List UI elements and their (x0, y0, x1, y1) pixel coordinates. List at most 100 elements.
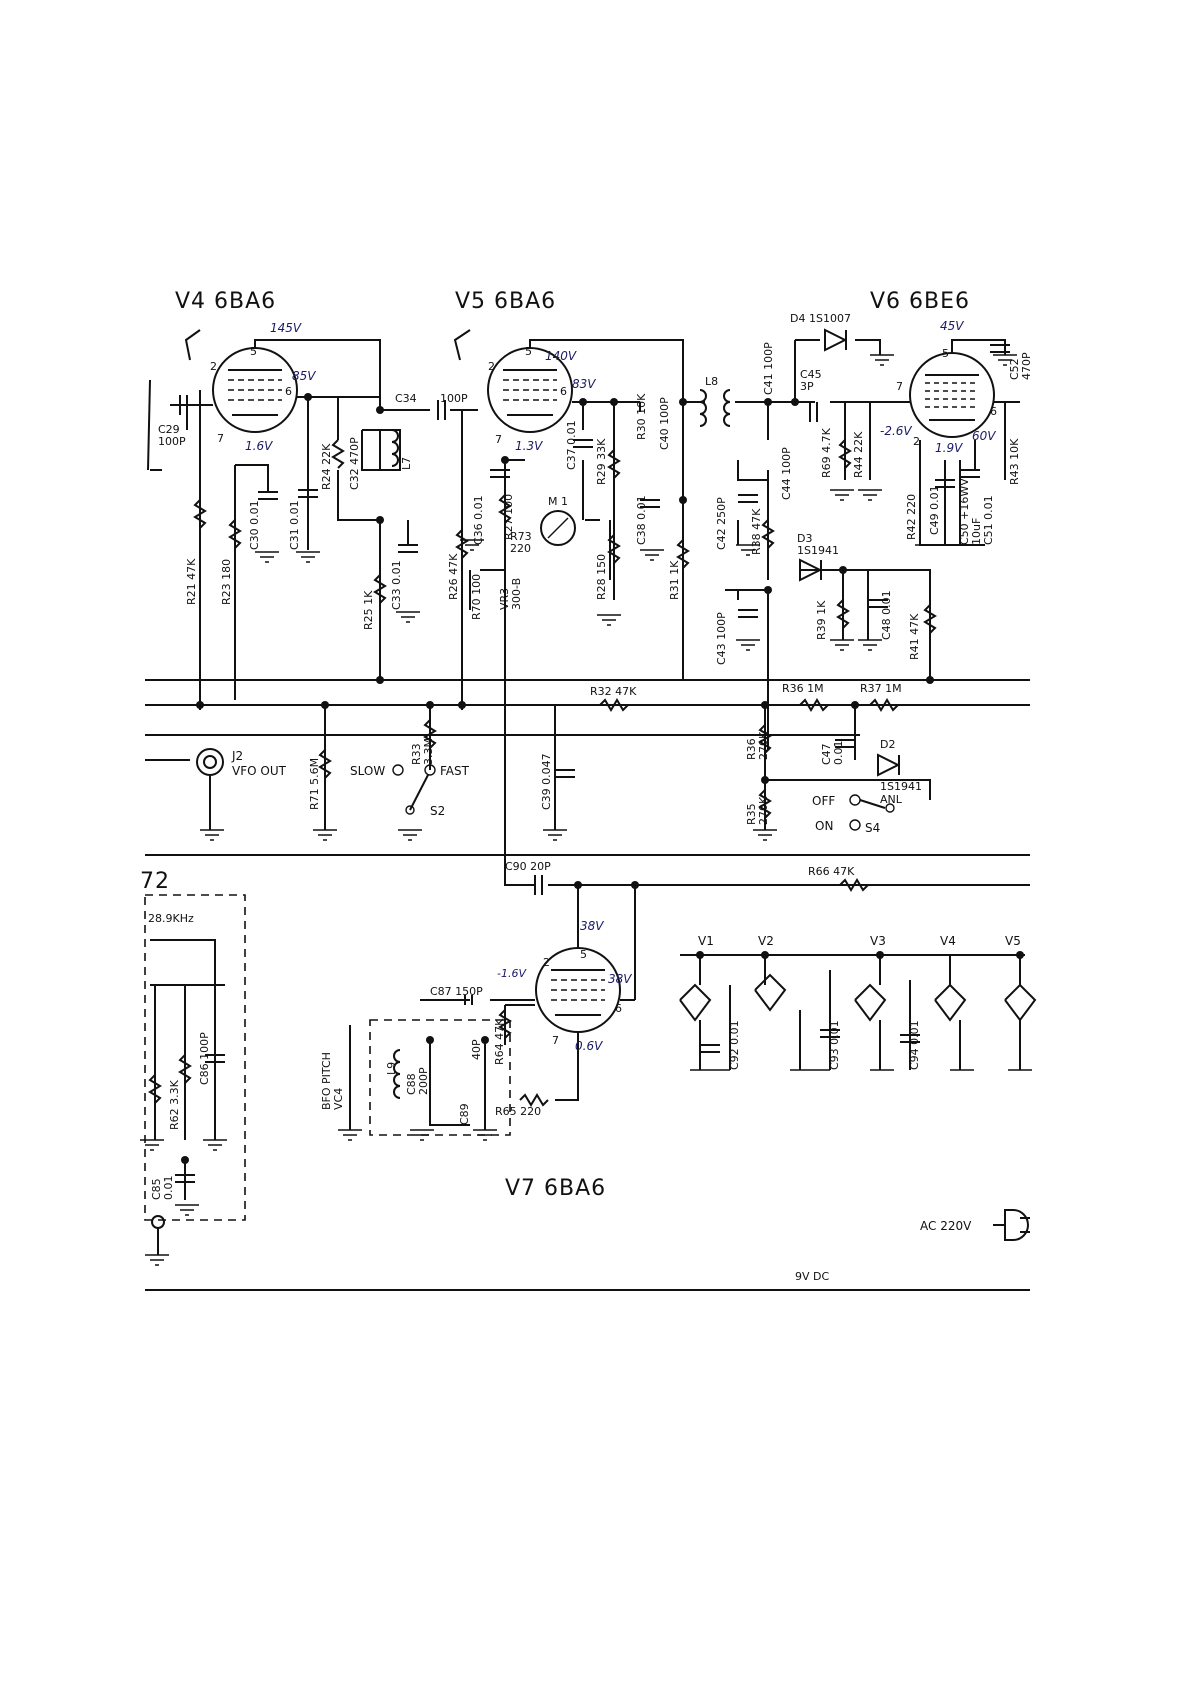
diode-d2-icon (877, 753, 901, 777)
vr3-label: VR3300-B (498, 578, 523, 610)
r30-label: R30 10K (635, 393, 648, 440)
m1-label: M 1 (548, 495, 568, 508)
ac-plug-icon (993, 1209, 1030, 1241)
v4-tube-label: V4 6BA6 (175, 289, 276, 314)
c41-label: C41 100P (762, 342, 775, 395)
v7-grid-voltage: -1.6V (497, 967, 527, 980)
c37-label: C37 0.01 (565, 420, 578, 470)
v6-pin-5: 5 (942, 347, 949, 360)
v5-tube-label: V5 6BA6 (455, 289, 556, 314)
v4-pin-2: 2 (210, 360, 217, 373)
v7-pin-5: 5 (580, 948, 587, 961)
c33-label: C33 0.01 (390, 560, 403, 610)
junction-dots (181, 393, 1024, 1164)
c86-label: C86 100P (198, 1032, 211, 1085)
vc4-label: BFO PITCHVC4 (320, 1052, 345, 1110)
c47-label: C470.01 (820, 741, 845, 766)
r23-label: R23 180 (220, 559, 233, 605)
c31-label: C31 0.01 (288, 500, 301, 550)
r35-label: R35270K (745, 796, 770, 825)
r36b-label: R36270K (745, 731, 770, 760)
v5-pin-7: 7 (495, 433, 502, 446)
v6-screen-voltage: 60V (972, 429, 996, 443)
wiring-v6-stage (735, 339, 1020, 580)
heater-v3-label: V3 (870, 934, 886, 948)
r21-label: R21 47K (185, 558, 198, 605)
c43-label: C43 100P (715, 612, 728, 665)
bfo-coil-shield (369, 1019, 511, 1136)
c38-label: C38 0.01 (635, 495, 648, 545)
r41-label: R41 47K (908, 613, 921, 660)
c34-label: C34 (395, 392, 417, 405)
r37-label: R37 1M (860, 682, 902, 695)
c30-label: C30 0.01 (248, 500, 261, 550)
r38-label: R38 47K (750, 508, 763, 555)
c92-label: C92 0.01 (728, 1020, 741, 1070)
dc-label: 9V DC (795, 1270, 829, 1283)
c90-label: C90 20P (505, 860, 551, 873)
diode-d3-icon (799, 558, 823, 582)
c89-label: C89 (458, 1103, 471, 1125)
heater-v1-label: V1 (698, 934, 714, 948)
v7-pin-6: 6 (615, 1002, 622, 1015)
r64-label: R64 47K (493, 1018, 506, 1065)
v5-plate-voltage: 140V (545, 349, 577, 363)
v4-screen-voltage: 85V (292, 369, 316, 383)
switch-s4-label: S4 (865, 821, 880, 835)
r44-label: R44 22K (852, 431, 865, 478)
v7-pin-2: 2 (543, 956, 550, 969)
bus-lines (145, 679, 1030, 1291)
vfo-out-jack-icon (196, 748, 224, 830)
v7-pin-7: 7 (552, 1034, 559, 1047)
inductor-coils (391, 389, 731, 1099)
v4-plate-voltage: 145V (270, 321, 302, 335)
c34-value: 100P (440, 392, 468, 405)
v5-pin-2: 2 (488, 360, 495, 373)
switch-off-label: OFF (812, 794, 835, 808)
tube-v6 (909, 352, 995, 438)
switch-on-label: ON (815, 819, 833, 833)
r24-label: R24 22K (320, 443, 333, 490)
heater-v4-label: V4 (940, 934, 956, 948)
v5-screen-voltage: 83V (572, 377, 596, 391)
left-dashed-block (144, 894, 246, 1255)
r33-label: R333.3M (410, 738, 435, 765)
d4-label: D4 1S1007 (790, 312, 851, 325)
r70-label: R70 100 (470, 574, 483, 620)
v7-plate-voltage: 38V (580, 919, 604, 933)
c52-label: C52470P (1008, 352, 1033, 380)
wiring-v5-stage (450, 329, 705, 710)
c51-label: C51 0.01 (982, 495, 995, 545)
c93-label: C93 0.01 (828, 1020, 841, 1070)
switch-slow-label: SLOW (350, 764, 385, 778)
switch-fast-label: FAST (440, 764, 470, 778)
wiring-detector (725, 569, 931, 750)
c42-label: C42 250P (715, 497, 728, 550)
c87-label: C87 150P (430, 985, 483, 998)
r65-label: R65 220 (495, 1105, 541, 1118)
v6-cathode-voltage: 1.9V (935, 441, 963, 455)
r29-label: R29 33K (595, 438, 608, 485)
block-label: 72 (140, 869, 170, 894)
v5-cathode-voltage: 1.3V (515, 439, 543, 453)
v7-cathode-voltage: 0.6V (575, 1039, 603, 1053)
v6-pin-7: 7 (896, 380, 903, 393)
v6-plate-voltage: 45V (940, 319, 964, 333)
v5-pin-6: 6 (560, 385, 567, 398)
v6-pin-6: 6 (990, 405, 997, 418)
c85-label: C850.01 (150, 1176, 175, 1201)
switch-s2-label: S2 (430, 804, 445, 818)
v4-pin-6: 6 (285, 385, 292, 398)
ground-symbols (140, 354, 1032, 1266)
frequency-label: 28.9KHz (148, 912, 194, 925)
c94-label: C94 0.01 (908, 1020, 921, 1070)
v6-tube-label: V6 6BE6 (870, 289, 970, 314)
l7-label: L7 (400, 457, 413, 470)
r71-label: R71 5.6M (308, 758, 321, 810)
r43-label: R43 10K (1008, 438, 1021, 485)
anl-label: ANL (880, 793, 903, 806)
c49-label: C49 0.01 (928, 485, 941, 535)
